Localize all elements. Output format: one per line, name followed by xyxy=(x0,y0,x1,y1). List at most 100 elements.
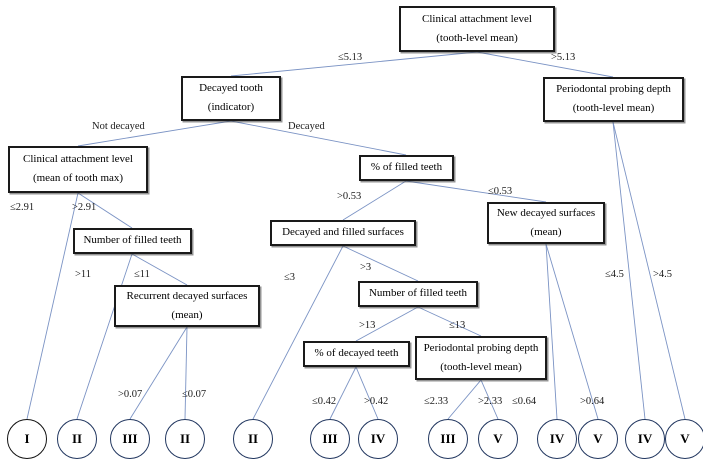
edge-label: ≤3 xyxy=(284,272,296,283)
edge-label: ≤11 xyxy=(134,269,150,280)
node-label-line2: (indicator) xyxy=(207,101,255,113)
tree-edge xyxy=(252,245,344,420)
decision-node[interactable]: Clinical attachment level (tooth-level me… xyxy=(399,6,555,52)
tree-edge xyxy=(355,306,419,342)
leaf-node[interactable]: II xyxy=(233,419,273,459)
node-label-line1: New decayed surfaces xyxy=(496,206,596,219)
node-label-line1: Number of filled teeth xyxy=(368,287,468,300)
leaf-node[interactable]: IV xyxy=(625,419,665,459)
decision-node[interactable]: Decayed tooth (indicator) xyxy=(181,76,281,121)
leaf-node[interactable]: III xyxy=(110,419,150,459)
edge-label: >2.91 xyxy=(72,202,97,213)
leaf-node[interactable]: IV xyxy=(537,419,577,459)
edge-label: Not decayed xyxy=(92,121,145,132)
decision-node[interactable]: Decayed and filled surfaces xyxy=(270,220,416,246)
leaf-label: II xyxy=(179,431,191,446)
edge-label: >0.53 xyxy=(337,191,362,202)
leaf-label: V xyxy=(680,431,690,446)
node-label-line1: Number of filled teeth xyxy=(83,234,182,247)
leaf-node[interactable]: V xyxy=(478,419,518,459)
decision-node[interactable]: Recurrent decayed surfaces(mean) xyxy=(114,285,260,327)
leaf-label: IV xyxy=(637,431,653,446)
leaf-label: II xyxy=(247,431,259,446)
decision-node[interactable]: Number of filled teeth xyxy=(73,228,192,254)
tree-edge xyxy=(545,243,599,420)
tree-edge xyxy=(230,51,478,77)
node-label-line1: Clinical attachment level xyxy=(422,12,532,25)
leaf-label: IV xyxy=(370,431,386,446)
edge-label: ≤0.64 xyxy=(512,396,537,407)
edge-label: ≤13 xyxy=(449,320,466,331)
edge-label: >2.33 xyxy=(478,396,503,407)
edge-label: >0.64 xyxy=(580,396,605,407)
edge-label: ≤0.42 xyxy=(312,396,337,407)
tree-edge xyxy=(405,180,547,203)
tree-edge xyxy=(76,253,133,420)
tree-edge xyxy=(26,192,79,420)
node-label-line1: Clinical attachment level xyxy=(23,153,133,166)
leaf-label: II xyxy=(71,431,83,446)
tree-edge xyxy=(612,121,686,420)
decision-node[interactable]: % of filled teeth xyxy=(359,155,454,181)
edge-label: >4.5 xyxy=(653,269,673,280)
leaf-label: V xyxy=(493,431,503,446)
edge-label: ≤4.5 xyxy=(605,269,624,280)
tree-edge xyxy=(184,326,188,420)
edge-label: >11 xyxy=(75,269,92,280)
node-label-line1: Periodontal probing depth xyxy=(556,83,671,96)
leaf-label: III xyxy=(322,431,338,446)
leaf-node[interactable]: III xyxy=(428,419,468,459)
leaf-node[interactable]: V xyxy=(578,419,618,459)
leaf-label: III xyxy=(440,431,456,446)
edge-label: ≤2.33 xyxy=(424,396,449,407)
node-label-line1: Decayed and filled surfaces xyxy=(282,226,404,239)
edge-label: >3 xyxy=(360,262,372,273)
tree-edge xyxy=(447,379,482,420)
leaf-label: IV xyxy=(549,431,565,446)
edge-label: >13 xyxy=(359,320,376,331)
decision-node[interactable]: New decayed surfaces (mean) xyxy=(487,202,605,244)
node-label-line2: (tooth-level mean) xyxy=(440,360,522,373)
node-label-line2: (mean of tooth max) xyxy=(32,172,124,184)
leaf-node[interactable]: II xyxy=(165,419,205,459)
tree-edge xyxy=(230,120,407,156)
leaf-node[interactable]: I xyxy=(7,419,47,459)
tree-edge xyxy=(77,192,133,229)
tree-edge xyxy=(417,306,482,337)
node-label-line2: (mean) xyxy=(530,225,562,238)
node-label-line2: (tooth-level mean) xyxy=(572,102,655,114)
tree-edge xyxy=(480,379,499,420)
tree-edge xyxy=(342,245,419,282)
node-label-line1: Recurrent decayed surfaces xyxy=(126,289,248,302)
tree-edge xyxy=(612,121,646,420)
edge-label: >0.42 xyxy=(364,396,389,407)
node-label-line1: Decayed tooth xyxy=(199,82,263,95)
leaf-label: V xyxy=(593,431,603,446)
decision-node[interactable]: Periodontal probing depth(tooth-level me… xyxy=(415,336,547,380)
tree-edge xyxy=(131,253,188,286)
leaf-node[interactable]: III xyxy=(310,419,350,459)
decision-node[interactable]: Periodontal probing depth (tooth-level me… xyxy=(543,77,684,122)
decision-node[interactable]: Clinical attachment level (mean of tooth … xyxy=(8,146,148,193)
edge-label: ≤2.91 xyxy=(10,202,35,213)
decision-node[interactable]: Number of filled teeth xyxy=(358,281,478,307)
tree-edge xyxy=(329,366,357,420)
edge-label: ≤0.07 xyxy=(182,389,207,400)
tree-edge xyxy=(355,366,379,420)
edge-label: ≤5.13 xyxy=(338,52,363,63)
decision-node[interactable]: % of decayed teeth xyxy=(303,341,410,367)
leaf-node[interactable]: IV xyxy=(358,419,398,459)
node-label-line1: % of decayed teeth xyxy=(314,347,399,360)
edge-label: ≤0.53 xyxy=(488,186,513,197)
tree-edge xyxy=(476,51,614,78)
leaf-label: III xyxy=(122,431,138,446)
node-label-line1: % of filled teeth xyxy=(370,161,443,174)
tree-edge xyxy=(545,243,558,420)
leaf-node[interactable]: II xyxy=(57,419,97,459)
tree-edge xyxy=(129,326,188,420)
tree-edge xyxy=(77,120,232,147)
leaf-node[interactable]: V xyxy=(665,419,703,459)
node-label-line2: (tooth-level mean) xyxy=(436,31,518,44)
